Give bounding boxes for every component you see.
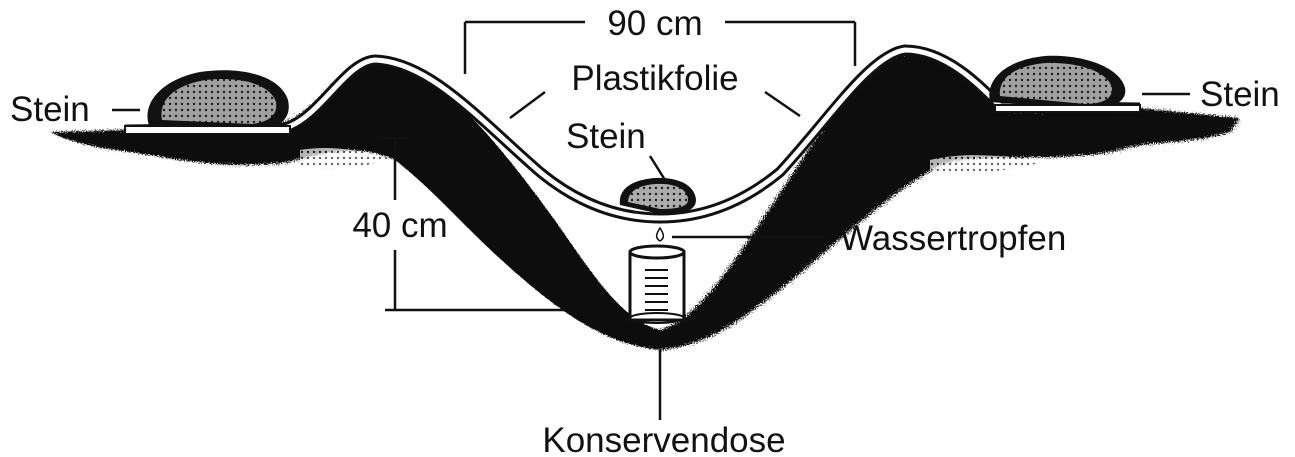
stone-center: [620, 178, 696, 214]
depth-label: 40 cm: [352, 206, 447, 245]
width-label: 90 cm: [607, 4, 702, 43]
can-label: Konservendose: [542, 421, 785, 457]
stone-left: [125, 70, 290, 134]
water-drop: [657, 228, 664, 241]
plastic-sheet-label: Plastikfolie: [571, 59, 738, 98]
stone-left-label: Stein: [10, 90, 90, 129]
stone-center-label: Stein: [566, 117, 646, 156]
water-drop-label: Wassertropfen: [840, 219, 1066, 258]
tin-can: [630, 246, 684, 323]
stone-right-label: Stein: [1200, 75, 1280, 114]
